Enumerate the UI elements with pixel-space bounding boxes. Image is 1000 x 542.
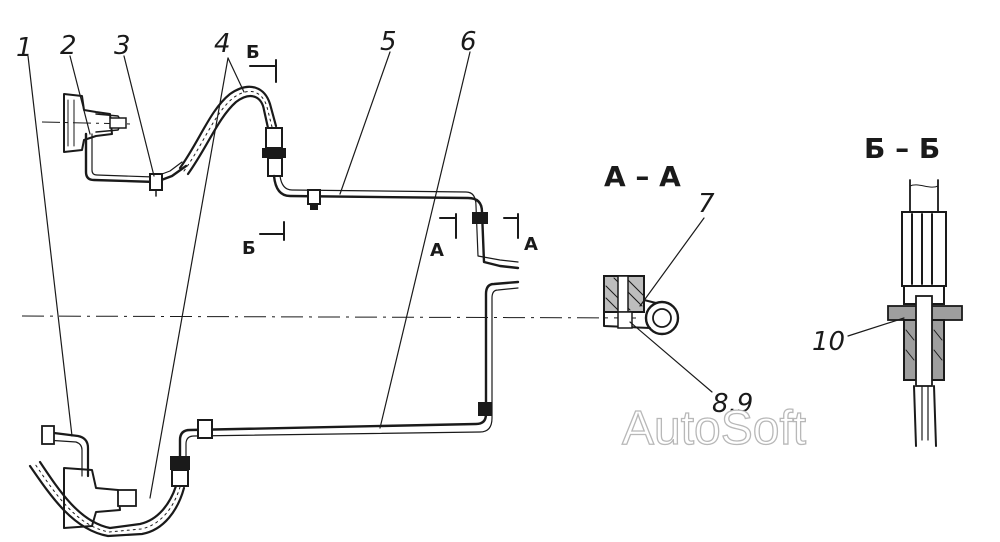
callout-7: 7 (698, 189, 715, 219)
callout-6: 6 (460, 27, 477, 57)
callout-3: 3 (114, 31, 131, 61)
section-letter-b-bottom: Б (242, 238, 256, 259)
watermark: AutoSoft (622, 402, 806, 455)
callout-4: 4 (214, 29, 231, 59)
section-letter-a-left: А (430, 240, 444, 261)
callout-8-9: 8,9 (712, 389, 753, 419)
callout-5: 5 (380, 27, 397, 57)
section-bb-detail (847, 179, 963, 447)
upper-hose-4 (178, 85, 278, 176)
section-marker-a-right (503, 213, 519, 239)
lower-hose-coupling (170, 456, 190, 487)
section-marker-a-left (439, 213, 457, 239)
pipe-5-clip-right (472, 212, 488, 224)
upper-brake-cylinder (63, 93, 127, 153)
pipe-6 (178, 280, 520, 458)
center-axis-line (21, 315, 641, 319)
section-marker-b-top (249, 59, 277, 83)
upper-hose-coupling (262, 127, 286, 177)
upper-pipe (84, 132, 188, 184)
callout-2: 2 (60, 31, 77, 61)
pipe-5-clip-left (307, 189, 321, 210)
lower-brake-cylinder (41, 425, 137, 529)
callout-10: 10 (812, 327, 845, 357)
section-title-aa: А – А (604, 160, 681, 193)
callout-1: 1 (16, 33, 33, 63)
pipe-6-clip-upper (478, 402, 492, 416)
pipe-5 (272, 174, 520, 270)
section-title-bb: Б – Б (864, 132, 940, 165)
section-marker-b-bottom (259, 221, 285, 241)
section-aa-detail (603, 217, 713, 393)
section-letter-b-top: Б (246, 42, 260, 63)
clamp-3 (149, 173, 163, 197)
leader-lines (27, 51, 471, 499)
pipe-6-clip-lower (197, 419, 213, 439)
lower-hose-4 (28, 460, 186, 538)
section-letter-a-right: А (524, 234, 538, 255)
